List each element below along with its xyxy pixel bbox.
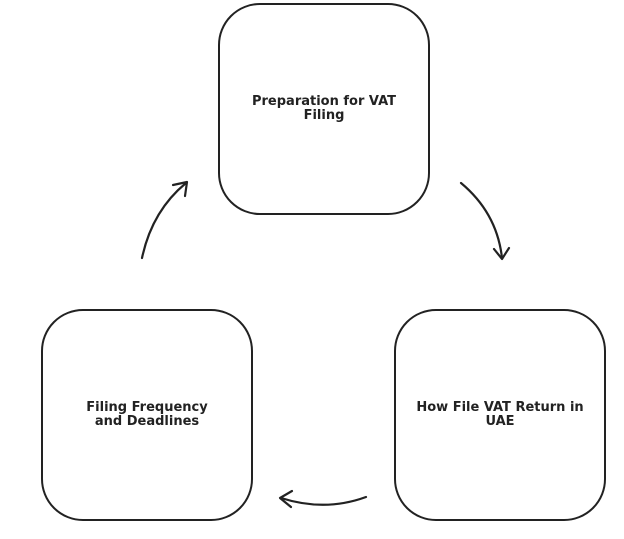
node-how-file-label: How File VAT Return in UAE (416, 400, 584, 429)
node-preparation: Preparation for VAT Filing (218, 3, 430, 215)
node-frequency-label: Filing Frequency and Deadlines (86, 400, 208, 429)
node-frequency: Filing Frequency and Deadlines (41, 309, 253, 521)
node-how-file: How File VAT Return in UAE (394, 309, 606, 521)
node-preparation-label: Preparation for VAT Filing (251, 94, 397, 123)
arrow-preparation-to-how-file (459, 181, 511, 261)
arrow-frequency-to-preparation (140, 180, 189, 260)
arrow-how-file-to-frequency (278, 489, 368, 509)
